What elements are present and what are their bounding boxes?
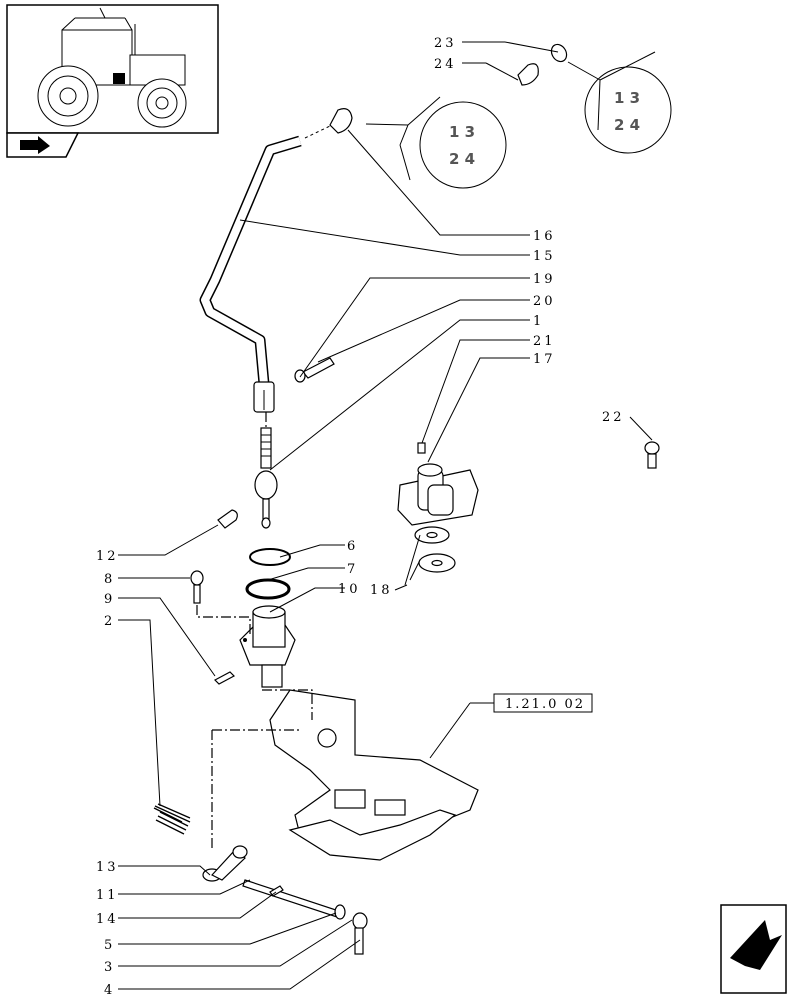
arrow-right-icon[interactable] bbox=[6, 132, 80, 158]
ring-part-7 bbox=[245, 578, 291, 600]
label-19: 19 bbox=[533, 272, 556, 287]
bolt-part-8 bbox=[190, 570, 204, 604]
fastener-part-22 bbox=[644, 441, 660, 469]
circlip-part-6 bbox=[249, 548, 291, 566]
label-4: 4 bbox=[104, 983, 115, 998]
label-20: 20 bbox=[533, 294, 556, 309]
label-16: 16 bbox=[533, 229, 556, 244]
pin-part-12 bbox=[217, 509, 238, 529]
arrow-down-left-icon[interactable] bbox=[720, 904, 787, 994]
bottom-linkage bbox=[202, 845, 368, 955]
label-21: 21 bbox=[533, 334, 556, 349]
label-11: 11 bbox=[96, 888, 119, 903]
label-18: 18 bbox=[370, 583, 393, 598]
label-13: 13 bbox=[96, 860, 119, 875]
tractor-thumbnail-icon[interactable] bbox=[6, 4, 219, 134]
label-24: 24 bbox=[434, 57, 457, 72]
label-22: 22 bbox=[602, 410, 625, 425]
knob-assembly-lever: 1 3 2 4 bbox=[329, 96, 507, 189]
screw-19-20 bbox=[294, 357, 335, 383]
pin-part-9 bbox=[214, 671, 235, 685]
label-23: 23 bbox=[434, 36, 457, 51]
label-3: 3 bbox=[104, 960, 115, 975]
gear-pattern-top: 1 3 bbox=[614, 89, 640, 107]
gear-pattern-top-2: 1 3 bbox=[449, 123, 475, 141]
label-10: 10 bbox=[338, 582, 361, 597]
label-8: 8 bbox=[104, 572, 115, 587]
spring-part-2 bbox=[153, 803, 191, 835]
label-6: 6 bbox=[347, 539, 358, 554]
label-15: 15 bbox=[533, 249, 556, 264]
base-plate bbox=[269, 689, 479, 861]
label-17: 17 bbox=[533, 352, 556, 367]
leader-lines bbox=[118, 129, 653, 990]
gear-lever bbox=[199, 125, 331, 413]
label-12: 12 bbox=[96, 549, 119, 564]
shaft-part-1 bbox=[254, 427, 278, 529]
label-9: 9 bbox=[104, 592, 115, 607]
gear-pattern-bottom: 2 4 bbox=[614, 116, 640, 134]
reference-label: 1.21.0 02 bbox=[505, 697, 585, 712]
label-2: 2 bbox=[104, 614, 115, 629]
label-5: 5 bbox=[104, 938, 115, 953]
label-7: 7 bbox=[347, 562, 358, 577]
label-1: 1 bbox=[533, 314, 544, 329]
label-14: 14 bbox=[96, 912, 119, 927]
boot-assembly bbox=[397, 442, 479, 573]
gear-pattern-bottom-2: 2 4 bbox=[449, 150, 475, 168]
knob-assembly-top: 1 3 2 4 bbox=[517, 43, 672, 154]
housing-part-10 bbox=[239, 605, 296, 688]
